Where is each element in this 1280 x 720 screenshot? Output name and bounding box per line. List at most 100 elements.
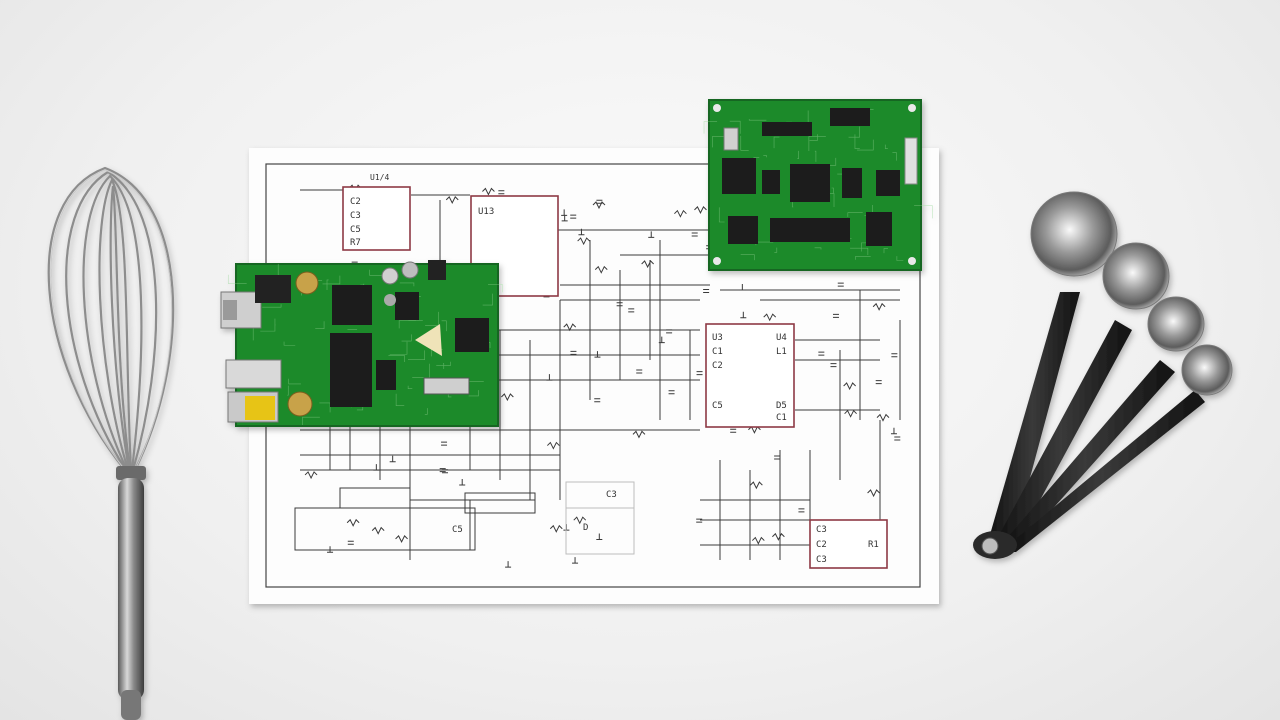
pcb-trace [718, 207, 725, 223]
pcb-trace [395, 393, 405, 406]
schematic-component-glyph [578, 228, 585, 236]
schematic-component-glyph [594, 351, 601, 358]
pcb-trace [884, 144, 888, 149]
schematic-component-glyph [891, 353, 898, 358]
schematic-component-glyph [347, 540, 354, 545]
pcb-trace [369, 269, 387, 276]
pcb-trace [809, 134, 818, 141]
pcb-trace [322, 275, 341, 285]
box-d-label: D [583, 523, 588, 533]
schematic-component-glyph [577, 237, 590, 246]
chip-a-top-label: U1/4 [370, 173, 389, 182]
chip-b-title: U13 [478, 207, 494, 217]
schematic-component-glyph [668, 390, 675, 395]
schematic-component-glyph [442, 469, 449, 474]
pcb-trace [827, 157, 837, 166]
pcb-trace [407, 385, 413, 389]
pcb-trace [703, 121, 718, 134]
chip-c-right-3: D5 [776, 401, 787, 411]
pcb-board-top-right [703, 99, 933, 271]
chip-c-left-3: C2 [712, 361, 723, 371]
schematic-component-glyph [628, 308, 635, 313]
pcb-trace [262, 304, 282, 308]
schematic-component-glyph [730, 428, 737, 433]
schematic-component-glyph [592, 201, 606, 210]
chip-c-left-2: C1 [712, 347, 723, 357]
chip-c-right-4: C1 [776, 413, 787, 423]
schematic-component-glyph [648, 231, 655, 238]
pcb-trace [850, 247, 869, 256]
schematic-component-glyph [505, 561, 512, 568]
schematic-component-glyph [818, 351, 825, 356]
schematic-chip-d: C3 C2 C3 R1 [809, 519, 888, 569]
pcb-trace [260, 318, 276, 332]
pcb-trace [773, 136, 780, 149]
schematic-component-glyph [740, 311, 747, 319]
chip-d-pin-3: C3 [816, 555, 827, 565]
schematic-component-glyph [763, 313, 777, 322]
schematic-component-glyph [875, 380, 882, 385]
schematic-component-glyph [389, 455, 396, 463]
pcb-trace [740, 254, 755, 261]
pcb-trace [443, 363, 445, 369]
chip-c-right-1: U4 [776, 333, 787, 343]
pcb-trace [315, 321, 325, 329]
schematic-component-glyph [658, 336, 665, 344]
pcb-trace [831, 187, 834, 194]
schematic-component-glyph [563, 323, 577, 332]
schematic-component-glyph [832, 313, 839, 318]
schematic-component-glyph [830, 363, 837, 368]
schematic-component-glyph [694, 206, 707, 214]
schematic-component-glyph [371, 526, 385, 535]
pcb-trace [808, 136, 826, 152]
schematic-component-glyph [696, 518, 703, 523]
schematic-chip-a: C2 C3 C5 R7 U1/4 [342, 173, 411, 251]
pcb-trace [814, 247, 822, 250]
schematic-component-glyph [395, 535, 408, 544]
pcb-trace [288, 378, 301, 385]
schematic-component-glyph [594, 265, 608, 274]
schematic-component-glyph [570, 350, 577, 355]
schematic-component-glyph [373, 464, 380, 471]
schematic-component-glyph [441, 441, 448, 446]
schematic-component-glyph [572, 557, 579, 564]
schematic-component-glyph [691, 232, 698, 237]
box-c5-label: C5 [452, 525, 463, 535]
schematic-component-glyph [573, 516, 587, 525]
pcb-trace [398, 320, 416, 329]
chip-a-pin-2: C3 [350, 211, 361, 221]
schematic-component-glyph [890, 427, 897, 435]
pcb-trace [326, 279, 329, 290]
schematic-component-glyph [561, 209, 568, 216]
schematic-component-glyph [798, 508, 805, 513]
schematic-component-glyph [616, 302, 623, 307]
chip-a-pin-4: R7 [350, 238, 361, 248]
schematic-component-glyph [549, 524, 563, 533]
pcb-trace [729, 120, 741, 134]
pcb-trace [468, 390, 479, 397]
schematic-component-glyph [547, 441, 560, 450]
schematic-component-glyph [498, 190, 505, 195]
pcb-trace [283, 341, 296, 346]
pcb-trace [857, 139, 874, 151]
pcb-trace [763, 155, 767, 158]
schematic-component-glyph [570, 214, 577, 219]
schematic-component-glyph [876, 413, 890, 422]
pcb-trace [748, 118, 767, 121]
chip-d-pin-1: C3 [816, 525, 827, 535]
schematic-component-glyph [445, 196, 459, 204]
schematic-component-glyph [750, 481, 763, 490]
pcb-trace [792, 202, 794, 208]
pcb-trace [848, 126, 860, 138]
schematic-component-glyph [867, 489, 880, 498]
pcb-trace [401, 334, 412, 342]
schematic-component-glyph [739, 284, 746, 291]
pcb-trace [389, 341, 408, 355]
pcb-trace [896, 256, 904, 261]
schematic-component-glyph [482, 187, 495, 196]
schematic-component-glyph [641, 260, 654, 269]
schematic-component-glyph [872, 302, 886, 311]
pcb-trace [408, 350, 425, 360]
chip-a-pin-3: C5 [350, 225, 361, 235]
